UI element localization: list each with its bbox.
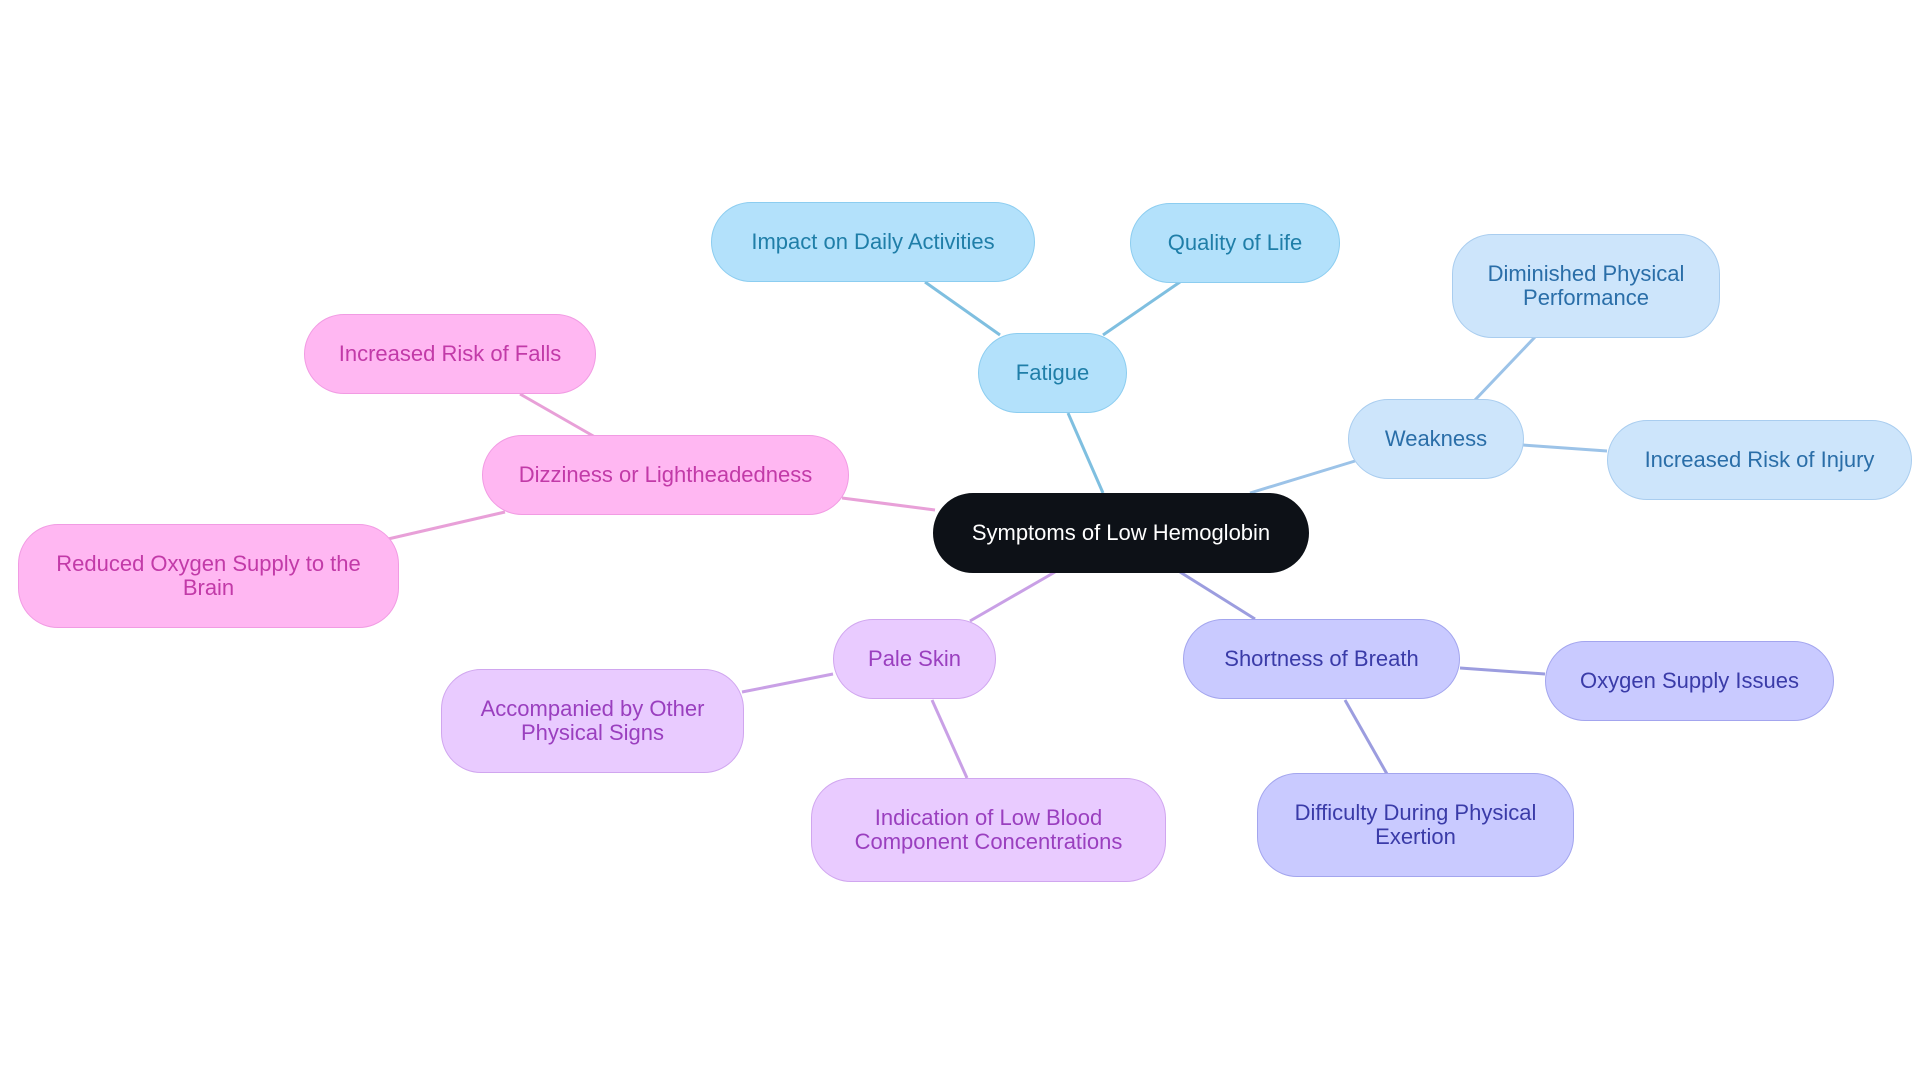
edge-fatigue-quality	[1102, 280, 1181, 337]
node-difficulty-exertion: Difficulty During Physical Exertion	[1257, 773, 1574, 877]
node-label: Increased Risk of Injury	[1644, 447, 1875, 472]
node-fatigue-label: Fatigue	[1015, 360, 1090, 385]
node-weakness: Weakness	[1348, 399, 1524, 479]
node-dizzy-label: Dizziness or Lightheadedness	[518, 462, 813, 487]
edge-dizzy-falls	[519, 392, 596, 439]
edge-weakness-injury	[1522, 443, 1608, 453]
edge-fatigue-impact	[924, 280, 1001, 337]
node-label: Impact on Daily Activities	[751, 229, 995, 254]
node-indication-low-blood: Indication of Low Blood Component Concen…	[811, 778, 1166, 882]
edge-dizzy-brain	[387, 510, 506, 541]
node-diminished-performance: Diminished Physical Performance	[1452, 234, 1720, 338]
node-accompanied-physical-signs: Accompanied by Other Physical Signs	[441, 669, 744, 773]
node-label: Quality of Life	[1167, 230, 1303, 255]
edge-pale-accompanied	[741, 672, 834, 694]
node-shortness-of-breath: Shortness of Breath	[1183, 619, 1460, 699]
node-weakness-label: Weakness	[1384, 426, 1488, 451]
root-label: Symptoms of Low Hemoglobin	[971, 520, 1271, 545]
node-label: Reduced Oxygen Supply to the Brain	[56, 551, 361, 600]
node-increased-risk-falls: Increased Risk of Falls	[304, 314, 596, 394]
edge-breath-oxygen	[1459, 666, 1546, 676]
node-label: Difficulty During Physical Exertion	[1294, 800, 1537, 849]
edge-root-breath	[1179, 570, 1256, 621]
edge-root-pale	[969, 570, 1056, 623]
node-label: Accompanied by Other Physical Signs	[480, 696, 705, 745]
node-reduced-oxygen-brain: Reduced Oxygen Supply to the Brain	[18, 524, 399, 628]
node-breath-label: Shortness of Breath	[1224, 646, 1419, 671]
node-label: Indication of Low Blood Component Concen…	[854, 805, 1123, 854]
node-dizziness: Dizziness or Lightheadedness	[482, 435, 849, 515]
node-pale-skin: Pale Skin	[833, 619, 996, 699]
edge-breath-difficulty	[1343, 699, 1389, 775]
edge-root-weakness	[1249, 459, 1356, 495]
node-label: Oxygen Supply Issues	[1580, 668, 1799, 693]
node-label: Diminished Physical Performance	[1487, 261, 1685, 310]
root-node: Symptoms of Low Hemoglobin	[933, 493, 1309, 573]
node-increased-risk-injury: Increased Risk of Injury	[1607, 420, 1912, 500]
edge-root-dizzy	[841, 496, 936, 512]
edge-pale-indication	[930, 699, 969, 779]
node-label: Increased Risk of Falls	[338, 341, 562, 366]
node-fatigue: Fatigue	[978, 333, 1127, 413]
node-quality-of-life: Quality of Life	[1130, 203, 1340, 283]
edge-root-fatigue	[1066, 412, 1105, 494]
node-oxygen-supply-issues: Oxygen Supply Issues	[1545, 641, 1834, 721]
node-impact-daily-activities: Impact on Daily Activities	[711, 202, 1035, 282]
edge-weakness-diminished	[1473, 335, 1537, 402]
node-pale-label: Pale Skin	[868, 646, 961, 671]
